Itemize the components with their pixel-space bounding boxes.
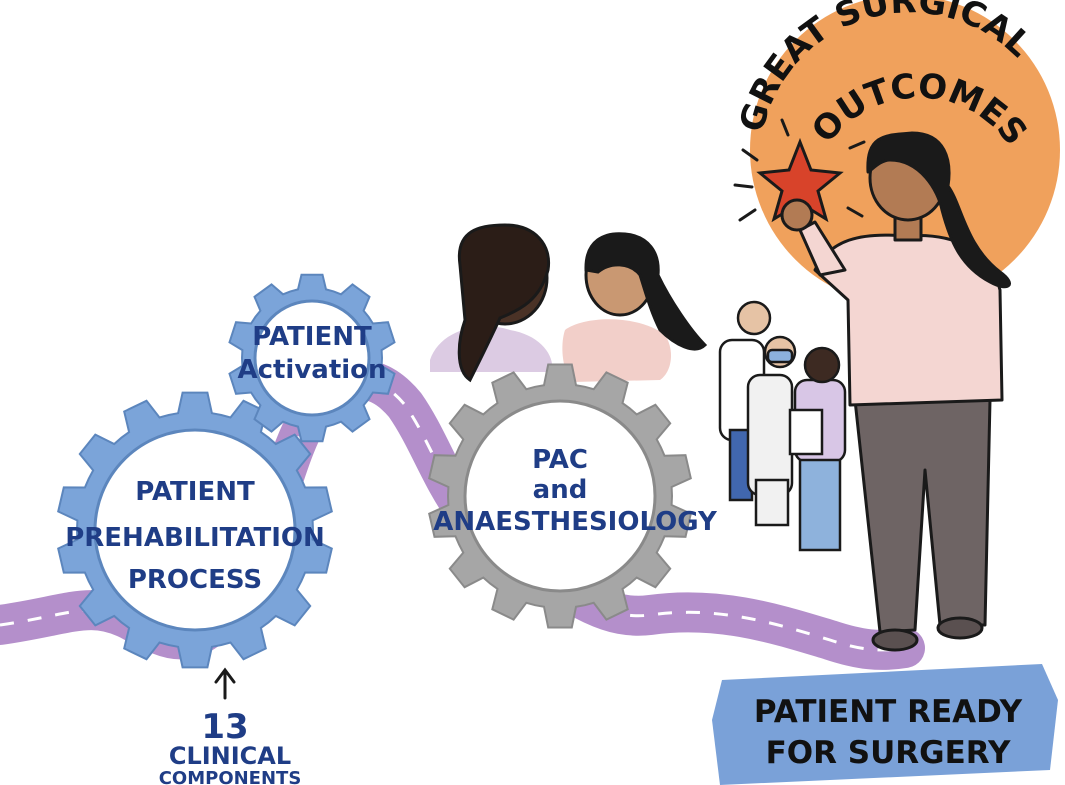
activation-label-line1: PATIENT — [252, 322, 372, 352]
gear-patient-prehabilitation-process — [57, 391, 333, 669]
gear-patient-activation — [228, 273, 396, 443]
arrow-up-icon — [214, 667, 236, 700]
prehab-label-line1: PATIENT — [135, 477, 255, 507]
components-label-line1: CLINICAL — [169, 742, 291, 770]
gear-inner-prehab — [93, 428, 297, 632]
components-label-line2: COMPONENTS — [159, 768, 302, 785]
ready-label-line2: FOR SURGERY — [766, 735, 1011, 771]
activation-label-line2: Activation — [237, 355, 386, 385]
ready-label-background — [712, 664, 1058, 785]
gear-inner-pac — [463, 399, 657, 593]
care-team-figures — [718, 300, 847, 552]
star-icon — [733, 118, 866, 223]
clinician-figure-light — [562, 232, 708, 382]
components-count: 13 — [201, 707, 248, 747]
ready-label-line1: PATIENT READY — [754, 694, 1023, 730]
pac-label-line3: ANAESTHESIOLOGY — [433, 507, 718, 537]
gear-pac-anaesthesiology — [428, 363, 692, 629]
pac-label-line2: and — [533, 475, 588, 505]
clinician-figure-dark — [430, 223, 553, 383]
prehab-label-line3: PROCESS — [128, 565, 262, 595]
patient-figure — [780, 131, 1011, 652]
gear-inner-activation — [253, 299, 371, 417]
prehab-label-line2: PREHABILITATION — [65, 523, 325, 553]
pac-label-line1: PAC — [532, 445, 588, 475]
